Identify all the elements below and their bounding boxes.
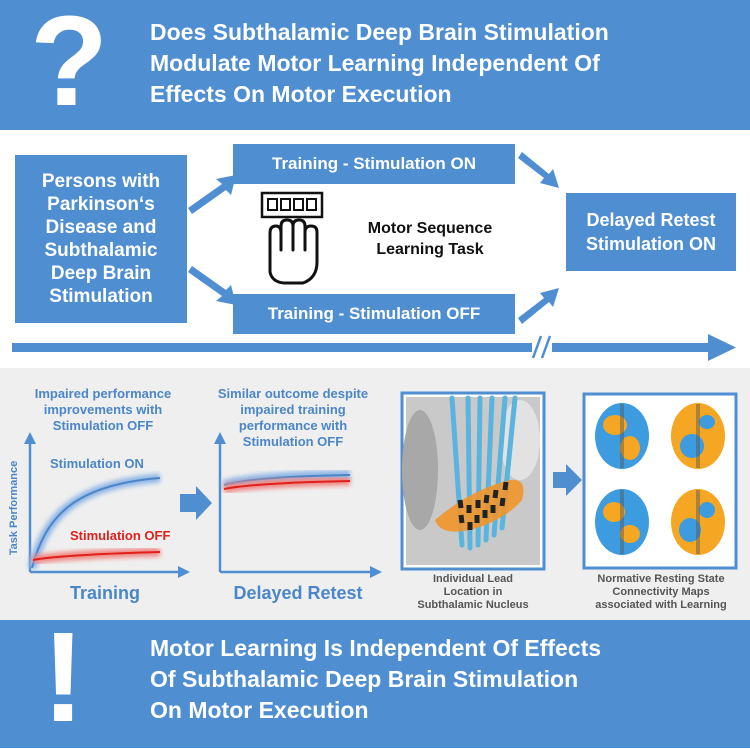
training-off-label: Training - Stimulation OFF bbox=[267, 304, 481, 323]
caption-line: performance with bbox=[238, 418, 348, 433]
caption-line: Connectivity Maps bbox=[612, 586, 710, 598]
training-on-label: Training - Stimulation ON bbox=[272, 154, 476, 173]
connectivity-caption: Normative Resting State Connectivity Map… bbox=[576, 573, 746, 612]
retest-label-line: Stimulation ON bbox=[586, 234, 716, 254]
caption-line: Individual Lead bbox=[432, 573, 514, 585]
header-title-line: Effects On Motor Execution bbox=[150, 81, 452, 107]
training-on-box: Training - Stimulation ON bbox=[233, 144, 515, 184]
task-label: Motor Sequence Learning Task bbox=[345, 218, 515, 260]
x-label-training: Training bbox=[69, 583, 140, 603]
training-off-box: Training - Stimulation OFF bbox=[233, 294, 515, 334]
chart1-stim-on-line bbox=[27, 473, 161, 570]
chart1-stim-off-line bbox=[32, 547, 161, 565]
task-label-line: Motor Sequence bbox=[367, 220, 493, 237]
caption-line: Stimulation OFF bbox=[52, 418, 154, 433]
caption-line: associated with Learning bbox=[595, 599, 727, 611]
flow-arrows bbox=[188, 152, 559, 324]
y-axis-label: Task Performance bbox=[8, 460, 20, 556]
caption-line: Subthalamic Nucleus bbox=[417, 599, 529, 611]
header-title: Does Subthalamic Deep Brain Stimulation … bbox=[150, 17, 740, 110]
chart2-stim-on-line bbox=[222, 470, 351, 490]
lead-arrow bbox=[553, 464, 582, 496]
chart1-axes bbox=[24, 432, 190, 578]
caption-line: impaired training bbox=[240, 402, 346, 417]
caption-line: Location in bbox=[443, 586, 503, 598]
retest-label-line: Delayed Retest bbox=[586, 210, 716, 230]
x-label-retest: Delayed Retest bbox=[233, 583, 363, 603]
header-title-line: Modulate Motor Learning Independent Of bbox=[150, 50, 600, 76]
panel1-caption: Impaired performance improvements with S… bbox=[18, 386, 188, 434]
question-mark-icon: ? bbox=[30, 0, 109, 133]
timeline-break-icon bbox=[531, 335, 552, 359]
caption-line: Similar outcome despite bbox=[217, 386, 369, 401]
lead-location-image bbox=[400, 391, 546, 571]
participants-box: Persons with Parkinson‘s Disease and Sub… bbox=[15, 155, 187, 323]
stim-on-label: Stimulation ON bbox=[50, 456, 144, 471]
lead-caption: Individual Lead Location in Subthalamic … bbox=[400, 573, 546, 612]
connectivity-maps-image bbox=[582, 392, 738, 570]
header-banner bbox=[0, 0, 750, 130]
header-title-line: Does Subthalamic Deep Brain Stimulation bbox=[150, 19, 609, 45]
caption-line: Impaired performance bbox=[34, 386, 172, 401]
chart-arrow bbox=[180, 486, 212, 520]
hand-icon bbox=[268, 218, 319, 285]
chart2-stim-off-line bbox=[223, 476, 351, 494]
conclusion-text: Motor Learning Is Independent Of Effects… bbox=[150, 633, 740, 726]
caption-line: Normative Resting State bbox=[597, 573, 725, 585]
caption-line: improvements with bbox=[43, 402, 163, 417]
stim-off-label: Stimulation OFF bbox=[70, 528, 171, 543]
exclamation-icon: ! bbox=[42, 606, 85, 749]
task-label-line: Learning Task bbox=[376, 241, 484, 258]
chart2-axes bbox=[214, 432, 382, 578]
conclusion-line: Of Subthalamic Deep Brain Stimulation bbox=[150, 666, 579, 692]
conclusion-line: Motor Learning Is Independent Of Effects bbox=[150, 635, 602, 661]
delayed-retest-box: Delayed Retest Stimulation ON bbox=[566, 193, 736, 271]
timeline-arrow bbox=[12, 334, 736, 361]
caption-line: Stimulation OFF bbox=[242, 434, 344, 449]
participants-label: Persons with Parkinson‘s Disease and Sub… bbox=[41, 171, 161, 307]
footer-banner bbox=[0, 620, 750, 748]
panel2-caption: Similar outcome despite impaired trainin… bbox=[208, 386, 378, 450]
keypad-icon bbox=[260, 191, 324, 219]
conclusion-line: On Motor Execution bbox=[150, 697, 369, 723]
